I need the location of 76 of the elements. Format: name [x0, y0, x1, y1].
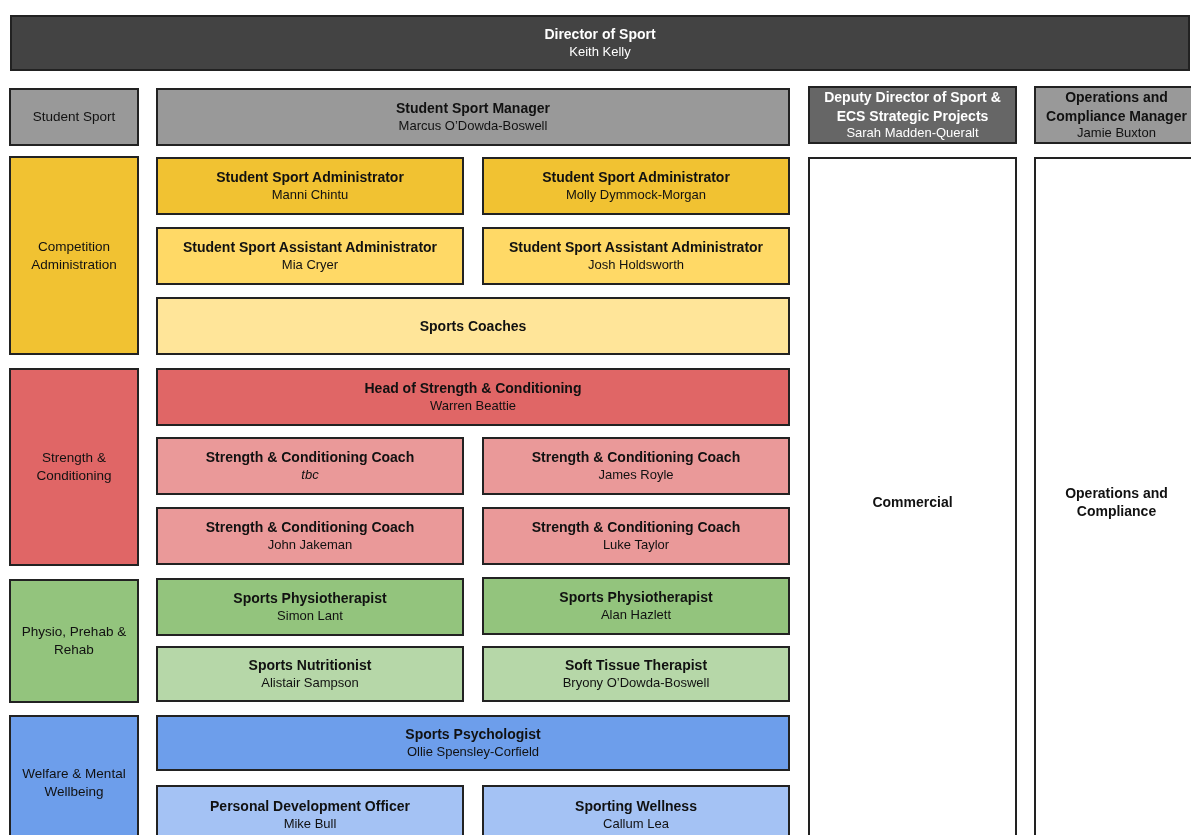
role-box	[156, 227, 464, 285]
role-title: Strength & Conditioning Coach	[530, 518, 742, 537]
role-box	[1034, 86, 1191, 144]
role-title: Commercial	[871, 492, 954, 512]
director-box	[10, 15, 1190, 71]
section-title: Strength & Conditioning	[35, 449, 113, 485]
role-title: Personal Development Officer	[209, 797, 411, 816]
role-title: Student Sport Administrator	[541, 168, 731, 187]
role-title: Student Sport Assistant Administrator	[181, 238, 439, 257]
role-title: Sports Physiotherapist	[232, 589, 388, 608]
person-name: Bryony O’Dowda-Boswell	[562, 674, 710, 692]
person-name: Alistair Sampson	[261, 674, 359, 692]
role-title: Operations and Compliance Manager	[1045, 88, 1188, 125]
section-title: Welfare & Mental Wellbeing	[21, 764, 127, 801]
person-name: Jamie Buxton	[1077, 124, 1156, 142]
role-title: Student Sport Manager	[395, 99, 551, 118]
person-name: Molly Dymmock-Morgan	[565, 186, 707, 204]
role-title: Student Sport Administrator	[215, 168, 405, 187]
role-title: Strength & Conditioning Coach	[204, 518, 416, 537]
role-box	[156, 646, 464, 702]
role-title: Deputy Director of Sport & ECS Strategic Projects	[823, 88, 1002, 125]
role-box	[808, 86, 1017, 144]
role-title: Sporting Wellness	[574, 797, 698, 816]
role-box	[156, 507, 464, 565]
role-title: Student Sport Assistant Administrator	[507, 238, 765, 257]
role-box	[482, 157, 790, 215]
section-box	[9, 88, 139, 146]
person-name: Josh Holdsworth	[587, 256, 685, 274]
section-box	[9, 715, 139, 835]
person-name: Mike Bull	[283, 815, 337, 833]
role-title: Soft Tissue Therapist	[563, 656, 709, 675]
role-title: Sports Psychologist	[404, 725, 542, 744]
person-name: Luke Taylor	[602, 536, 670, 554]
role-box	[156, 437, 464, 495]
role-box	[156, 297, 790, 355]
role-box	[482, 507, 790, 565]
role-box	[156, 578, 464, 636]
role-box	[482, 227, 790, 285]
person-name: Marcus O’Dowda-Boswell	[398, 117, 548, 135]
person-name: Callum Lea	[603, 815, 669, 833]
role-title: Head of Strength & Conditioning	[363, 379, 583, 398]
role-box	[482, 646, 790, 702]
section-title: Student Sport	[31, 108, 117, 126]
person-name: Manni Chintu	[271, 186, 349, 204]
role-box	[156, 88, 790, 146]
person-name: John Jakeman	[267, 536, 353, 554]
role-box	[482, 577, 790, 635]
person-name: Keith Kelly	[569, 43, 631, 61]
role-box	[156, 157, 464, 215]
person-name: Alan Hazlett	[600, 606, 672, 624]
person-name: James Royle	[598, 466, 674, 484]
role-title: Director of Sport	[543, 25, 657, 44]
role-title: Strength & Conditioning Coach	[530, 448, 742, 467]
person-name: Ollie Spensley-Corfield	[406, 743, 540, 761]
role-title: Sports Coaches	[418, 316, 528, 336]
section-title: Physio, Prehab & Rehab	[20, 623, 128, 659]
section-box	[9, 156, 139, 355]
section-box	[808, 157, 1017, 835]
person-name: Simon Lant	[277, 607, 343, 625]
person-name: Warren Beattie	[429, 397, 517, 415]
role-box	[156, 368, 790, 426]
role-title: Sports Nutritionist	[247, 656, 373, 675]
person-name: Mia Cryer	[281, 256, 339, 274]
section-box	[1034, 157, 1191, 835]
person-name: Sarah Madden-Queralt	[846, 124, 979, 142]
role-box	[482, 785, 790, 835]
role-box	[482, 437, 790, 495]
role-box	[156, 715, 790, 771]
section-box	[9, 368, 139, 566]
section-title: Competition Administration	[30, 237, 118, 274]
section-box	[9, 579, 139, 703]
role-title: Strength & Conditioning Coach	[204, 448, 416, 467]
role-box	[156, 785, 464, 835]
person-name: tbc	[301, 466, 319, 484]
role-title: Operations and Compliance	[1064, 483, 1169, 521]
role-title: Sports Physiotherapist	[558, 588, 714, 607]
